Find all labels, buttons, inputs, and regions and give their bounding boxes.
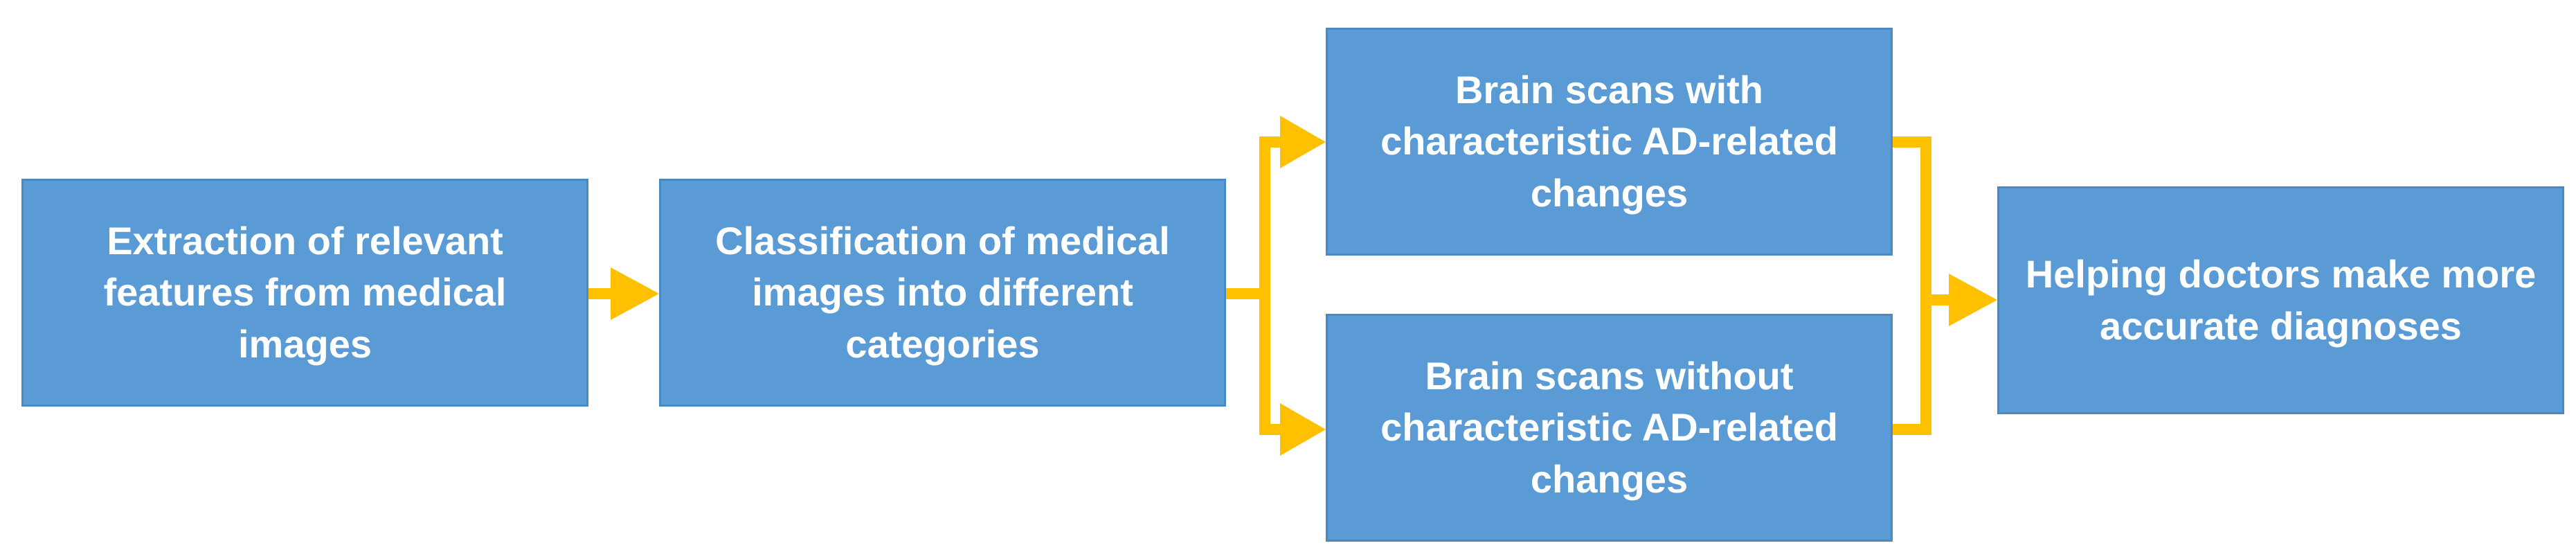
- classification-label: Classification of medical images into di…: [715, 218, 1170, 366]
- scans-without-changes-box: Brain scans without characteristic AD-re…: [1326, 314, 1893, 542]
- merge-connector: [1893, 136, 1997, 435]
- feature-extraction-label: Extraction of relevant features from med…: [103, 218, 507, 366]
- scans-without-changes-label: Brain scans without characteristic AD-re…: [1380, 353, 1838, 501]
- classification-box: Classification of medical images into di…: [659, 179, 1226, 407]
- arrow-extraction-to-classification: [588, 267, 659, 320]
- split-connector: [1226, 116, 1326, 456]
- helping-doctors-label: Helping doctors make more accurate diagn…: [2025, 252, 2537, 348]
- scans-with-changes-label: Brain scans with characteristic AD-relat…: [1380, 67, 1838, 215]
- feature-extraction-box: Extraction of relevant features from med…: [21, 179, 588, 407]
- helping-doctors-box: Helping doctors make more accurate diagn…: [1997, 186, 2564, 414]
- scans-with-changes-box: Brain scans with characteristic AD-relat…: [1326, 28, 1893, 256]
